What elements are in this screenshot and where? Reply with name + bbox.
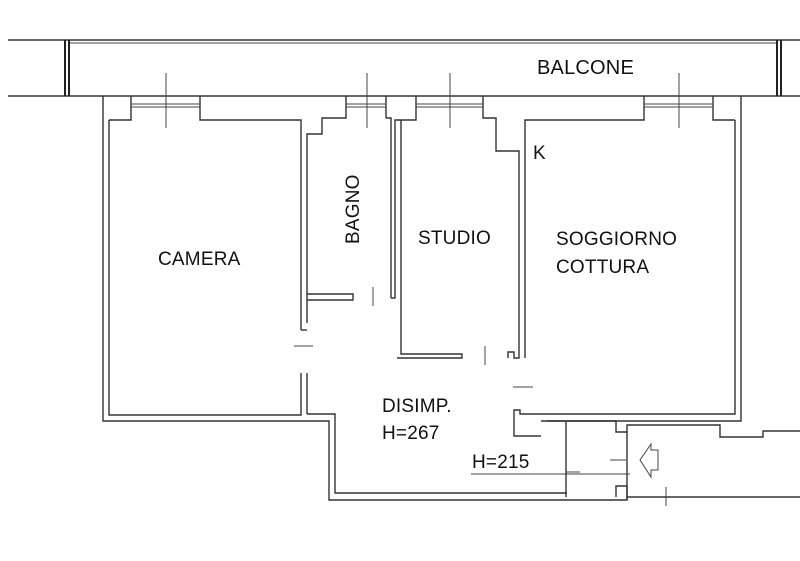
studio-walls [391,73,520,365]
entrance-arrow-icon [639,442,659,479]
hallway-label: DISIMP. [382,396,452,417]
living-room-walls [513,73,735,388]
kitchen-mark: K [533,143,546,164]
living-room-label-line1: SOGGIORNO [556,229,678,250]
bathroom-walls [294,73,392,347]
hallway-height: H=267 [382,423,440,444]
living-room-label-line2: COTTURA [556,257,650,278]
entrance-height: H=215 [472,452,530,473]
bathroom-label: BAGNO [343,174,364,244]
entrance-area [471,420,800,506]
balcony [8,39,800,97]
studio-label: STUDIO [418,228,491,249]
camera-label: CAMERA [158,249,241,270]
balcony-label: BALCONE [537,57,634,79]
camera-window [109,73,302,330]
